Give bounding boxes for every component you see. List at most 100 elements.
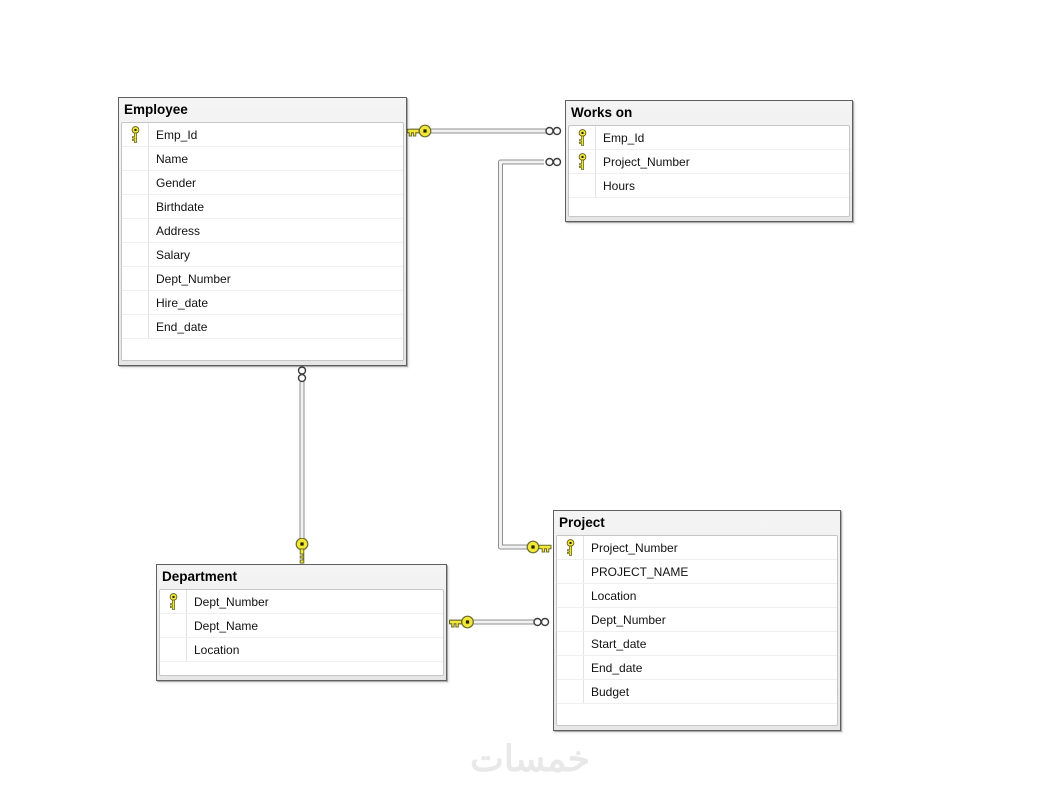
- field-row[interactable]: Emp_Id: [122, 123, 403, 147]
- primary-key-icon: [578, 153, 586, 170]
- field-row[interactable]: Birthdate: [122, 195, 403, 219]
- field-row[interactable]: Dept_Number: [122, 267, 403, 291]
- field-row[interactable]: Emp_Id: [569, 126, 849, 150]
- field-row[interactable]: Dept_Name: [160, 614, 443, 638]
- field-name: Gender: [156, 175, 197, 190]
- key-cell: [122, 267, 149, 290]
- table-fields: Dept_Number Dept_Name Location: [159, 589, 444, 676]
- field-name: Birthdate: [156, 199, 205, 214]
- relationship-project-workson[interactable]: [498, 157, 562, 550]
- field-name: Dept_Number: [156, 271, 231, 286]
- relationship-department-employee[interactable]: [297, 366, 307, 541]
- key-cell: [557, 560, 584, 583]
- field-name: End_date: [156, 319, 208, 334]
- key-cell: [557, 632, 584, 655]
- key-icon: [406, 124, 432, 138]
- relationship-employee-workson[interactable]: [410, 126, 562, 136]
- field-name: Dept_Name: [194, 618, 259, 633]
- key-cell: [160, 638, 187, 661]
- primary-key-icon: [131, 126, 139, 143]
- field-row[interactable]: Salary: [122, 243, 403, 267]
- field-name: PROJECT_NAME: [591, 564, 689, 579]
- table-title: Department: [162, 569, 238, 584]
- field-row[interactable]: End_date: [122, 315, 403, 339]
- field-row[interactable]: PROJECT_NAME: [557, 560, 837, 584]
- many-infinity-icon: [552, 157, 562, 167]
- field-row[interactable]: Location: [160, 638, 443, 662]
- table-works-on[interactable]: Works on Emp_Id Project_Number: [565, 100, 853, 222]
- key-cell: [557, 536, 584, 559]
- key-cell: [569, 126, 596, 149]
- key-cell: [122, 315, 149, 338]
- key-icon: [295, 538, 309, 564]
- field-row[interactable]: Name: [122, 147, 403, 171]
- key-cell: [557, 608, 584, 631]
- key-cell: [122, 219, 149, 242]
- key-cell: [569, 150, 596, 173]
- field-row[interactable]: Start_date: [557, 632, 837, 656]
- key-cell: [122, 291, 149, 314]
- table-fields: Emp_Id Name Gender: [121, 122, 404, 361]
- many-infinity-icon: [545, 157, 554, 167]
- table-department[interactable]: Department Dept_Number Dept_Name: [156, 564, 447, 681]
- many-infinity-icon: [297, 373, 307, 383]
- field-name: Name: [156, 151, 189, 166]
- many-infinity-icon: [545, 126, 554, 136]
- field-row[interactable]: Project_Number: [557, 536, 837, 560]
- table-title: Employee: [124, 102, 188, 117]
- field-name: Location: [591, 588, 637, 603]
- khamsat-watermark: خمسات: [469, 738, 591, 779]
- field-name: Address: [156, 223, 201, 238]
- many-infinity-icon: [297, 366, 307, 375]
- key-cell: [160, 614, 187, 637]
- field-row[interactable]: Project_Number: [569, 150, 849, 174]
- many-infinity-icon: [540, 617, 550, 627]
- key-icon: [526, 540, 552, 554]
- field-row[interactable]: Gender: [122, 171, 403, 195]
- primary-key-icon: [169, 593, 177, 610]
- field-name: Dept_Number: [194, 594, 269, 609]
- table-fields: Project_Number PROJECT_NAME Loca: [556, 535, 838, 726]
- field-name: Location: [194, 642, 240, 657]
- key-cell: [122, 123, 149, 146]
- many-infinity-icon: [552, 126, 562, 136]
- field-name: Salary: [156, 247, 191, 262]
- field-row[interactable]: End_date: [557, 656, 837, 680]
- many-infinity-icon: [533, 617, 542, 627]
- key-icon: [449, 615, 474, 629]
- field-name: Emp_Id: [156, 127, 198, 142]
- key-cell: [557, 680, 584, 703]
- field-row[interactable]: Hours: [569, 174, 849, 198]
- field-row[interactable]: Budget: [557, 680, 837, 704]
- key-cell: [557, 656, 584, 679]
- field-row[interactable]: Hire_date: [122, 291, 403, 315]
- table-employee[interactable]: Employee Emp_Id Name: [118, 97, 407, 366]
- field-name: End_date: [591, 660, 643, 675]
- field-name: Project_Number: [603, 154, 690, 169]
- key-cell: [122, 195, 149, 218]
- field-row[interactable]: Address: [122, 219, 403, 243]
- field-name: Budget: [591, 684, 630, 699]
- key-cell: [160, 590, 187, 613]
- field-name: Start_date: [591, 636, 647, 651]
- key-cell: [122, 147, 149, 170]
- field-name: Dept_Number: [591, 612, 666, 627]
- table-title: Project: [559, 515, 605, 530]
- primary-key-icon: [566, 539, 574, 556]
- field-name: Project_Number: [591, 540, 678, 555]
- primary-key-icon: [578, 129, 586, 146]
- key-cell: [122, 171, 149, 194]
- field-row[interactable]: Dept_Number: [557, 608, 837, 632]
- field-row[interactable]: Location: [557, 584, 837, 608]
- table-project[interactable]: Project Project_Number PROJECT_NAME: [553, 510, 841, 731]
- key-cell: [557, 584, 584, 607]
- field-row[interactable]: Dept_Number: [160, 590, 443, 614]
- table-title: Works on: [571, 105, 633, 120]
- field-name: Hire_date: [156, 295, 209, 310]
- table-fields: Emp_Id Project_Number Hours: [568, 125, 850, 217]
- key-cell: [122, 243, 149, 266]
- field-name: Hours: [603, 178, 636, 193]
- field-name: Emp_Id: [603, 130, 645, 145]
